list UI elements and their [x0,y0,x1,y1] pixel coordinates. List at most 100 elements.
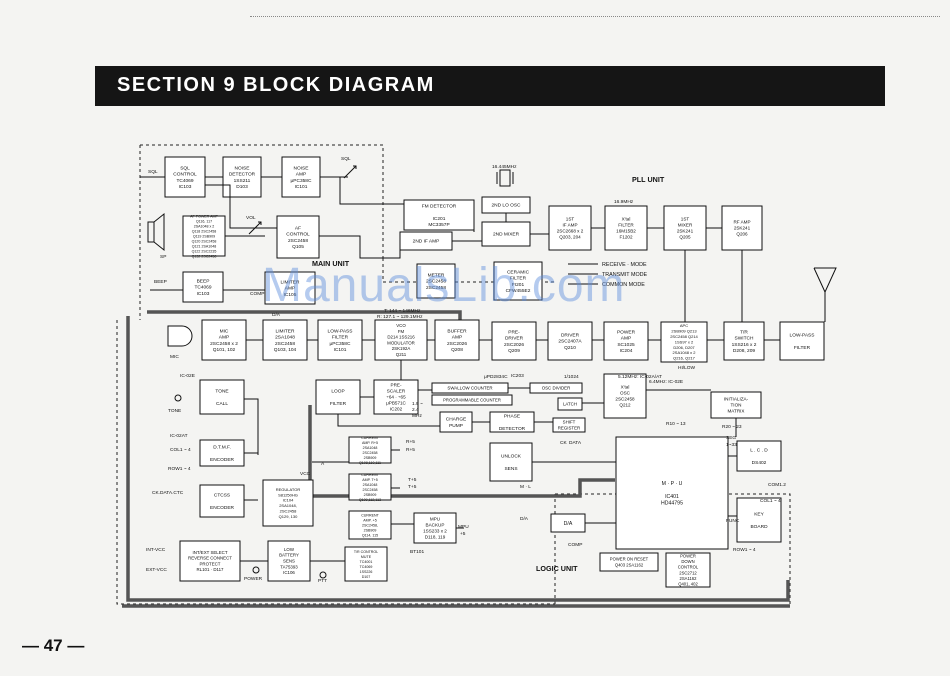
block-label: RL101 · D117 [196,567,224,572]
block-2nd-if-amp: 2ND IF AMP [399,231,453,251]
block-label: METER [428,272,445,278]
block-label: 2SC2458 x 2 [210,341,238,347]
block-label: INITIALIZA- [724,397,749,402]
block-label: POWER [617,329,636,335]
signal-label: CK [560,440,567,446]
block-label: 1ST [566,217,575,222]
signal-label: R+5 [406,439,415,445]
block-label: MIXER [678,223,693,228]
block-label: Q121 2SA1048 [192,244,217,248]
block-label: REVERSE CONNECT [188,556,232,561]
top-rule [250,16,940,17]
block-label: LOW [284,547,295,552]
signal-label: INT-VCC [146,547,166,553]
signal-label: R: 127.1 ~ 129.1MHz [377,314,423,320]
block-label: UNLOCK [501,453,522,459]
block-label: 2SC2458 Q214 [670,334,698,339]
block-label: 2SC2712 [679,570,697,575]
signal-label: 2.4 [412,407,419,413]
signal-label: IC203 [511,373,524,379]
block-label: POWER ON RESET [610,557,649,562]
block-label: LOOP [331,388,344,394]
block-label: BUFFER [447,328,467,334]
block-label: TION [731,403,742,408]
block-label: M · P · U [662,481,683,487]
block-swallow-counter: SWALLOW COUNTER [431,382,509,394]
block-label: Q103, 104 [274,347,297,353]
block-label: IC204 [620,348,633,354]
signal-label: SP [160,254,166,260]
block-label: X'tal [622,217,631,222]
block-label: T/R [740,329,748,335]
block-label: Q206 [736,232,748,237]
signal-label: 16.9MHz [614,199,634,205]
block-label: LOW-PASS [790,332,815,338]
block-label: 1SS233 x 2 [423,529,447,534]
block-label: 16M15B2 [616,229,636,234]
signal-label: CK.DATA.CTC [152,490,184,496]
block-label: IC101 [295,184,308,190]
block-label: IC105 [284,292,297,298]
block-label: 1SS211 [234,178,251,184]
block-label: FI201 [512,282,525,288]
block-label: 2SA1048, [279,503,297,508]
crystal-icon [496,169,514,187]
block-label: IC103 [179,184,192,190]
block-label: CTCSS [214,492,230,498]
block-label: D.T.M.F. [213,444,231,450]
page-title: SECTION 9 BLOCK DIAGRAM [117,74,435,96]
block-label: 2ND IF AMP [413,239,440,245]
block-label: Q210 [564,345,576,351]
signal-label: BEEP [154,279,167,285]
block-label: IC103 [197,291,210,297]
block-label: 2SC2458 [426,279,446,285]
block-label: 2SC2458 [426,285,446,291]
block-label: ENCODER [210,457,235,463]
signal-label: 5.12MHz: IC-02A/AT [618,374,662,380]
block-label: LIMITER [276,328,295,334]
signal-label: COMP [250,291,264,297]
watermark: ManualsLib.com [262,259,626,312]
legend-entry: COMMON MODE [602,282,645,288]
block-label: MPU [430,517,440,522]
signal-label: MIC [170,354,179,360]
signal-label: +5 [460,531,466,537]
block-2nd-lo-osc: 2ND LO OSC [481,196,531,214]
block-label: IC104 [283,498,294,503]
block-label: 2SC2458 [275,341,295,347]
block-dtmf-encoder: D.T.M.F. ENCODER [199,439,245,467]
block-label: F1202 [619,235,632,240]
block-label: SC1025 [617,342,635,348]
block-label: CONTROL [286,232,310,238]
block-label: SENS [283,559,295,564]
block-label: POWER [680,553,696,558]
antenna-icon [813,267,837,294]
block-label: 2SC2407A [558,339,582,345]
block-label: Q129, 130 [279,514,298,519]
block-label: PUMP [449,423,463,429]
block-label: MATRIX [727,409,744,414]
block-label: CHARGE [446,417,467,423]
block-label: 2SB909 [364,456,377,460]
section-header: SECTION 9 BLOCK DIAGRAM [95,66,885,106]
block-label: CALL [216,401,228,407]
block-label: PROTECT [200,561,221,566]
block-label: 2SC2458, [362,523,378,527]
